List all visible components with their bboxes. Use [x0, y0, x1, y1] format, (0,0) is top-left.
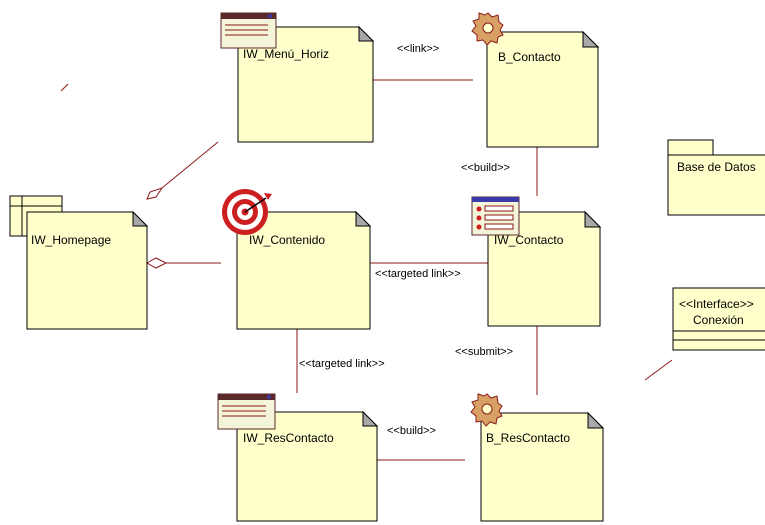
gear-icon: [470, 393, 503, 427]
node-menu-horiz[interactable]: [220, 12, 375, 143]
node-interface-conexion[interactable]: [672, 287, 765, 351]
node-label-contenido: IW_Contenido: [249, 233, 326, 247]
edge-label-link: <<link>>: [397, 43, 440, 55]
node-label-menu-horiz: IW_Menú_Horiz: [243, 47, 330, 61]
node-label-interface-name: Conexión: [693, 313, 744, 327]
target-icon: [222, 189, 272, 235]
node-label-homepage: IW_Homepage: [31, 233, 112, 247]
folder-tab-icon: [667, 139, 714, 157]
aggregation-diamond-contenido: [145, 257, 168, 269]
edge-label-build-bottom: <<build>>: [387, 425, 436, 437]
node-label-b-contacto: B_Contacto: [498, 50, 561, 64]
form-icon: [471, 196, 520, 236]
edge-label-build-top: <<build>>: [461, 162, 510, 174]
edge-homepage-to-menu: [161, 141, 219, 189]
node-label-iw-contacto: IW_Contacto: [494, 233, 564, 247]
edge-interface-stub: [644, 359, 673, 381]
node-label-interface-stereotype: <<Interface>>: [679, 297, 754, 311]
node-label-b-rescontacto: B_ResContacto: [486, 431, 571, 445]
node-base-datos[interactable]: [667, 139, 765, 216]
window-icon: [217, 393, 276, 430]
gear-icon: [471, 12, 504, 46]
edge-label-targeted-link-right: <<targeted link>>: [375, 268, 461, 280]
edge-stub-topleft: [60, 83, 69, 92]
node-rescontacto[interactable]: [217, 393, 379, 522]
edge-label-targeted-link-down: <<targeted link>>: [299, 358, 385, 370]
node-b-rescontacto[interactable]: [470, 393, 605, 522]
node-label-rescontacto: IW_ResContacto: [243, 431, 334, 445]
node-iw-contacto[interactable]: [471, 196, 602, 327]
node-b-contacto[interactable]: [471, 12, 600, 148]
aggregation-diamond-menu: [146, 187, 164, 200]
node-homepage[interactable]: [9, 195, 149, 330]
edge-label-submit: <<submit>>: [455, 346, 514, 358]
node-label-base-datos: Base de Datos: [677, 160, 756, 174]
node-contenido[interactable]: [222, 189, 372, 330]
window-icon: [220, 12, 277, 49]
